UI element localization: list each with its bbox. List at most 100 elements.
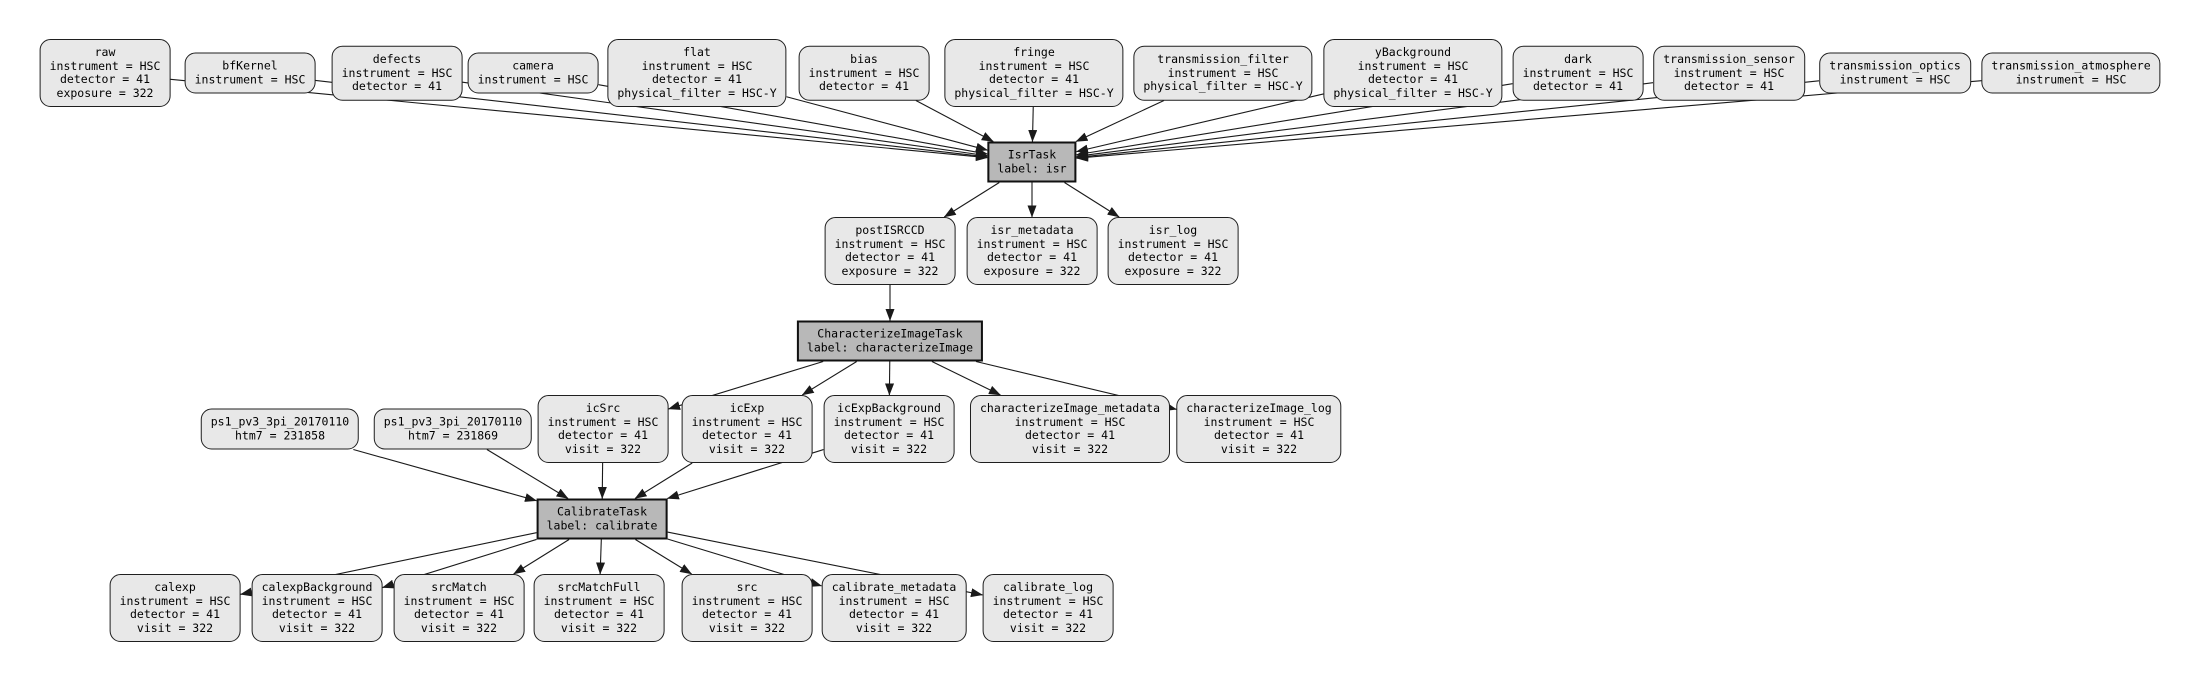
node-attribute-line: instrument = HSC xyxy=(691,414,803,429)
node-attribute-line: instrument = HSC xyxy=(1522,65,1634,80)
node-attribute-line: visit = 322 xyxy=(560,620,638,635)
node-attribute-line: label: isr xyxy=(997,161,1067,175)
node-title: icSrc xyxy=(585,401,621,415)
node-attribute-line: detector = 41 xyxy=(848,607,939,621)
edge-ps1_htm7_231858-to-calibrate xyxy=(353,448,537,502)
node-attribute-line: detector = 41 xyxy=(1213,428,1304,442)
node-attribute-line: detector = 41 xyxy=(844,250,935,264)
node-title: isr_metadata xyxy=(990,223,1074,237)
node-attribute-line: instrument = HSC xyxy=(1357,58,1469,73)
node-title: transmission_atmosphere xyxy=(1991,58,2151,73)
node-attribute-line: instrument = HSC xyxy=(691,593,803,608)
node-attribute-line: visit = 322 xyxy=(136,620,214,635)
node-attribute-line: detector = 41 xyxy=(701,428,792,442)
node-title: yBackground xyxy=(1374,45,1452,59)
node-attribute-line: detector = 41 xyxy=(129,607,220,621)
node-attribute-line: instrument = HSC xyxy=(833,414,945,429)
node-title: postISRCCD xyxy=(855,223,925,237)
node-attribute-line: detector = 41 xyxy=(651,72,742,86)
node-attribute-line: visit = 322 xyxy=(564,441,642,456)
node-attribute-line: physical_filter = HSC-Y xyxy=(617,85,777,100)
node-attribute-line: detector = 41 xyxy=(988,72,1079,86)
node-title: transmission_filter xyxy=(1157,51,1289,66)
node-attribute-line: instrument = HSC xyxy=(119,593,231,608)
node-attribute-line: exposure = 322 xyxy=(983,263,1081,278)
node-attribute-line: instrument = HSC xyxy=(992,593,1104,608)
edge-fringe-to-isr xyxy=(1028,106,1038,142)
node-attribute-line: instrument = HSC xyxy=(1203,414,1315,429)
node-attribute-line: detector = 41 xyxy=(1127,250,1218,264)
node-attribute-line: physical_filter = HSC-Y xyxy=(1143,78,1303,93)
node-attribute-line: instrument = HSC xyxy=(978,58,1090,73)
node-attribute-line: detector = 41 xyxy=(1683,78,1774,93)
node-title: srcMatchFull xyxy=(557,580,641,594)
node-attribute-line: exposure = 322 xyxy=(56,85,154,100)
node-title: calibrate_metadata xyxy=(831,580,957,594)
node-attribute-line: instrument = HSC xyxy=(403,593,515,608)
node-attribute-line: detector = 41 xyxy=(271,607,362,621)
node-title: calibrate_log xyxy=(1002,580,1093,594)
node-title: calexpBackground xyxy=(261,580,373,594)
node-title: bias xyxy=(850,51,878,66)
node-attribute-line: visit = 322 xyxy=(708,441,786,456)
node-attribute-line: instrument = HSC xyxy=(834,236,946,251)
node-attribute-line: physical_filter = HSC-Y xyxy=(954,85,1114,100)
node-attribute-line: instrument = HSC xyxy=(1014,414,1126,429)
node-attribute-line: visit = 322 xyxy=(1009,620,1087,635)
node-attribute-line: detector = 41 xyxy=(843,428,934,442)
node-attribute-line: instrument = HSC xyxy=(49,58,161,73)
node-title: calexp xyxy=(154,580,196,594)
edge-flat-to-isr xyxy=(786,96,988,152)
node-title: icExp xyxy=(729,401,765,415)
edge-bias-to-isr xyxy=(915,100,994,142)
node-title: src xyxy=(736,580,758,594)
node-attribute-line: instrument = HSC xyxy=(641,58,753,73)
node-attribute-line: physical_filter = HSC-Y xyxy=(1333,85,1493,100)
edge-isr-to-postISRCCD xyxy=(943,182,1000,218)
node-attribute-line: visit = 322 xyxy=(850,441,928,456)
node-attribute-line: detector = 41 xyxy=(351,78,442,93)
edge-calibrate-to-srcMatchFull xyxy=(596,539,606,575)
edge-icExp-to-calibrate xyxy=(634,462,693,499)
node-attribute-line: instrument = HSC xyxy=(547,414,659,429)
node-attribute-line: detector = 41 xyxy=(1024,428,1116,442)
node-attribute-line: visit = 322 xyxy=(1220,441,1298,456)
node-attribute-line: instrument = HSC xyxy=(261,593,373,608)
node-title: dark xyxy=(1564,51,1592,66)
node-title: characterizeImage_metadata xyxy=(979,401,1161,415)
node-attribute-line: instrument = HSC xyxy=(2015,72,2127,86)
edge-transmission_atmosphere-to-isr xyxy=(1076,80,1982,162)
node-title: bfKernel xyxy=(222,58,278,73)
node-title: fringe xyxy=(1013,45,1055,59)
node-attribute-line: instrument = HSC xyxy=(1167,65,1279,80)
node-title: srcMatch xyxy=(431,580,487,594)
edge-ps1_htm7_231869-to-calibrate xyxy=(486,449,569,499)
node-attribute-line: label: characterizeImage xyxy=(806,340,974,354)
node-title: raw xyxy=(94,45,116,59)
